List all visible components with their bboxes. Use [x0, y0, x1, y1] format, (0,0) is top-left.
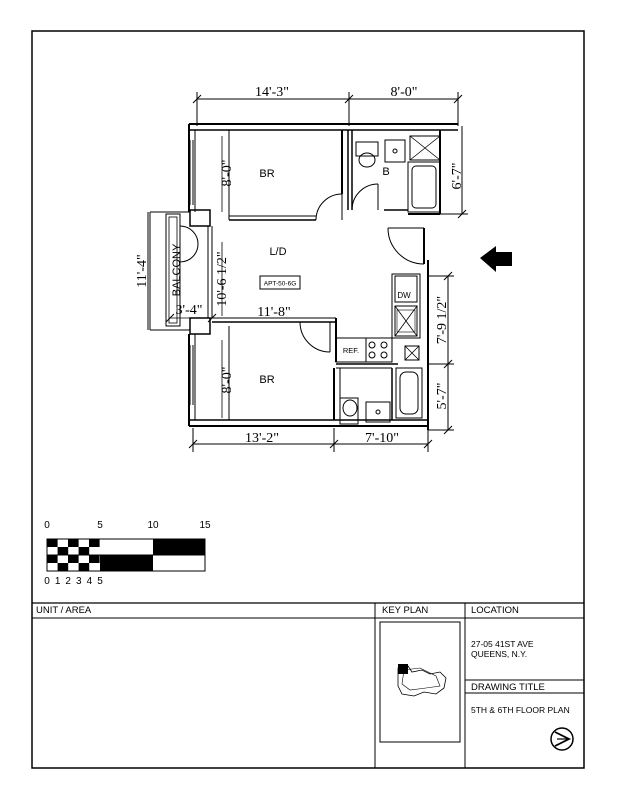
address-line-1: 27-05 41ST AVE — [471, 639, 534, 649]
scale-bottom-label: 5 — [97, 576, 103, 587]
apt-tag: APT-50-6G — [264, 281, 297, 288]
north-arrow-icon — [550, 727, 574, 751]
refrigerator-label: REF. — [343, 346, 359, 355]
unit-area-label: UNIT / AREA — [36, 605, 92, 616]
dim-balcony-depth: 11'-4" — [135, 254, 150, 287]
scale-bottom-label: 2 — [65, 576, 71, 587]
scale-bottom-label: 3 — [76, 576, 82, 587]
scale-top-label: 0 — [44, 520, 50, 531]
location-label: LOCATION — [471, 605, 519, 616]
dim-bath-width: 8'-0" — [391, 85, 418, 100]
dim-br2-width: 13'-2" — [245, 431, 279, 446]
dim-bath2-depth: 5'-7" — [435, 383, 450, 410]
dim-bath2-width: 7'-10" — [365, 431, 399, 446]
dim-br2-depth: 8'-0" — [220, 367, 235, 394]
drawing-title: 5TH & 6TH FLOOR PLAN — [471, 705, 570, 715]
room-label-br1: BR — [259, 168, 274, 180]
key-plan-thumbnail — [397, 664, 447, 697]
dim-ld-width: 11'-8" — [257, 305, 290, 320]
scale-bottom-label: 1 — [55, 576, 61, 587]
floor-plan — [147, 92, 468, 452]
sheet-border — [31, 30, 585, 769]
dim-br1-depth: 8'-0" — [220, 160, 235, 187]
scale-top-label: 15 — [199, 520, 211, 531]
dishwasher-label: DW — [397, 291, 411, 300]
room-label-br2: BR — [259, 374, 274, 386]
title-block — [32, 602, 584, 768]
dim-balcony-width: 3'-4" — [176, 303, 203, 318]
dim-ld-depth: 10'-6 1/2" — [215, 251, 230, 306]
drawing-title-label: DRAWING TITLE — [471, 682, 545, 693]
room-label-ld: L/D — [269, 246, 286, 258]
room-label-bath1: B — [382, 166, 389, 178]
scale-bar: 0 5 10 15 0 1 2 3 4 5 — [44, 520, 211, 587]
room-label-balcony: BALCONY — [171, 243, 183, 296]
dim-bath-depth: 6'-7" — [450, 163, 465, 190]
scale-bottom-label: 4 — [87, 576, 93, 587]
scale-top-label: 5 — [97, 520, 103, 531]
dim-kitchen-depth: 7'-9 1/2" — [435, 296, 450, 344]
apt-tag-box — [259, 275, 301, 290]
scale-top-label: 10 — [147, 520, 159, 531]
key-plan-label: KEY PLAN — [382, 605, 428, 616]
address-line-2: QUEENS, N.Y. — [471, 649, 527, 659]
scale-bottom-label: 0 — [44, 576, 50, 587]
entry-arrow-icon — [480, 246, 512, 272]
dim-br1-width: 14'-3" — [255, 85, 289, 100]
